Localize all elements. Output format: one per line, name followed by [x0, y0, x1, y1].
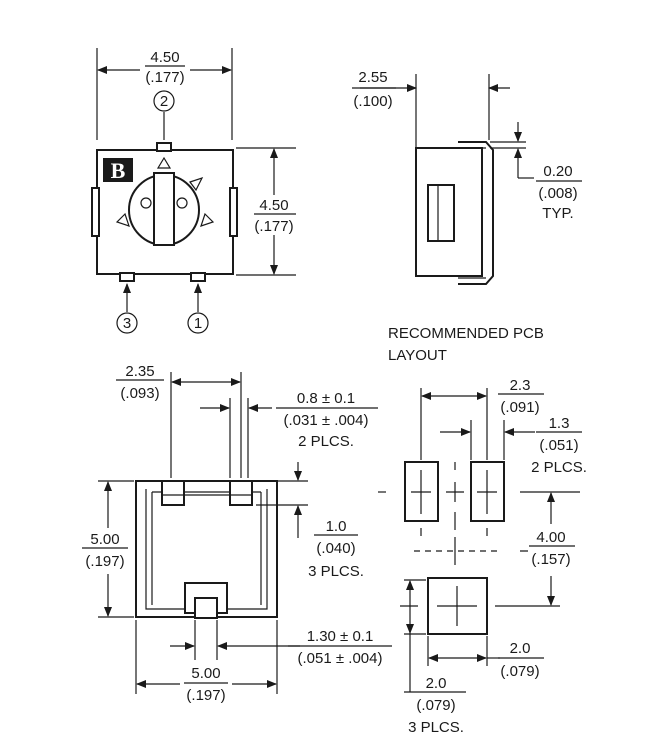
bottom-pad-depth-in: (.040) [316, 540, 355, 557]
bottom-pad-depth-mm: 1.0 [326, 518, 347, 535]
pin-top [156, 142, 172, 152]
bottom-pad-left [161, 480, 185, 506]
pin-label-3: 3 [123, 315, 131, 332]
rotor-slot [153, 172, 175, 246]
pcb-pitch-mm: 2.3 [510, 377, 531, 394]
pcb-bottom-pad-in: (.079) [500, 663, 539, 680]
bottom-width-in: (.197) [186, 687, 225, 704]
pin-left [119, 272, 135, 282]
pin-label-2: 2 [160, 93, 168, 110]
side-view: 2.55 (.100) 0.20 (.008) TYP. [352, 69, 582, 285]
pcb-pitch-in: (.091) [500, 399, 539, 416]
pcb-pad-right [470, 461, 505, 522]
top-width-mm: 4.50 [150, 49, 179, 66]
bottom-center-pad-in: (.051 ± .004) [298, 650, 383, 667]
bottom-pad-width-note: 2 PLCS. [298, 433, 354, 450]
bottom-center-pad: 1.30 ± 0.1 [307, 628, 374, 645]
pin-right [190, 272, 206, 282]
side-offset-note: TYP. [542, 205, 573, 222]
pcb-title-line1: RECOMMENDED PCB [388, 325, 544, 342]
top-width-in: (.177) [145, 69, 184, 86]
top-view: 4.50 (.177) 2 B 4.50 [91, 48, 300, 334]
bottom-width-mm: 5.00 [191, 665, 220, 682]
bottom-pad-spacing-mm: 2.35 [125, 363, 154, 380]
pcb-pad-size-in: (.079) [416, 697, 455, 714]
bottom-view: 2.35 (.093) 0.8 ± 0.1 (.031 ± .004) 2 PL… [80, 363, 392, 704]
pcb-layout: RECOMMENDED PCB LAYOUT 2.3 (.091) 1.3 (.… [378, 325, 587, 736]
pcb-vertical-in: (.157) [531, 551, 570, 568]
pcb-pad-width-in: (.051) [539, 437, 578, 454]
pin-callout-1 [187, 312, 209, 334]
side-offset-in: (.008) [538, 185, 577, 202]
pin-label-1: 1 [194, 315, 202, 332]
top-height-mm: 4.50 [259, 197, 288, 214]
side-pin [427, 184, 455, 242]
side-body [415, 147, 483, 277]
pcb-vertical-mm: 4.00 [536, 529, 565, 546]
side-offset-mm: 0.20 [543, 163, 572, 180]
pcb-title-line2: LAYOUT [388, 347, 447, 364]
pcb-pad-width-note: 2 PLCS. [531, 459, 587, 476]
pcb-pad-left [404, 461, 439, 522]
bourns-logo: B [103, 158, 133, 183]
pcb-bottom-pad-mm: 2.0 [510, 640, 531, 657]
pcb-pad-width-mm: 1.3 [549, 415, 570, 432]
bottom-height-in: (.197) [85, 553, 124, 570]
top-height-in: (.177) [254, 218, 293, 235]
bottom-height-mm: 5.00 [90, 531, 119, 548]
pin-callout-2 [153, 90, 175, 112]
pcb-pad-bottom [427, 577, 488, 635]
pin-callout-3 [116, 312, 138, 334]
svg-text:B: B [111, 158, 126, 183]
pcb-pad-size-note: 3 PLCS. [408, 719, 464, 736]
side-depth-in: (.100) [353, 93, 392, 110]
pcb-pad-size-mm: 2.0 [426, 675, 447, 692]
bottom-pad-width: 0.8 ± 0.1 [297, 390, 355, 407]
side-depth-mm: 2.55 [358, 69, 387, 86]
bottom-pad-depth-note: 3 PLCS. [308, 563, 364, 580]
bottom-pad-spacing-in: (.093) [120, 385, 159, 402]
bottom-pad-width-in: (.031 ± .004) [284, 412, 369, 429]
bottom-pad-right [229, 480, 253, 506]
